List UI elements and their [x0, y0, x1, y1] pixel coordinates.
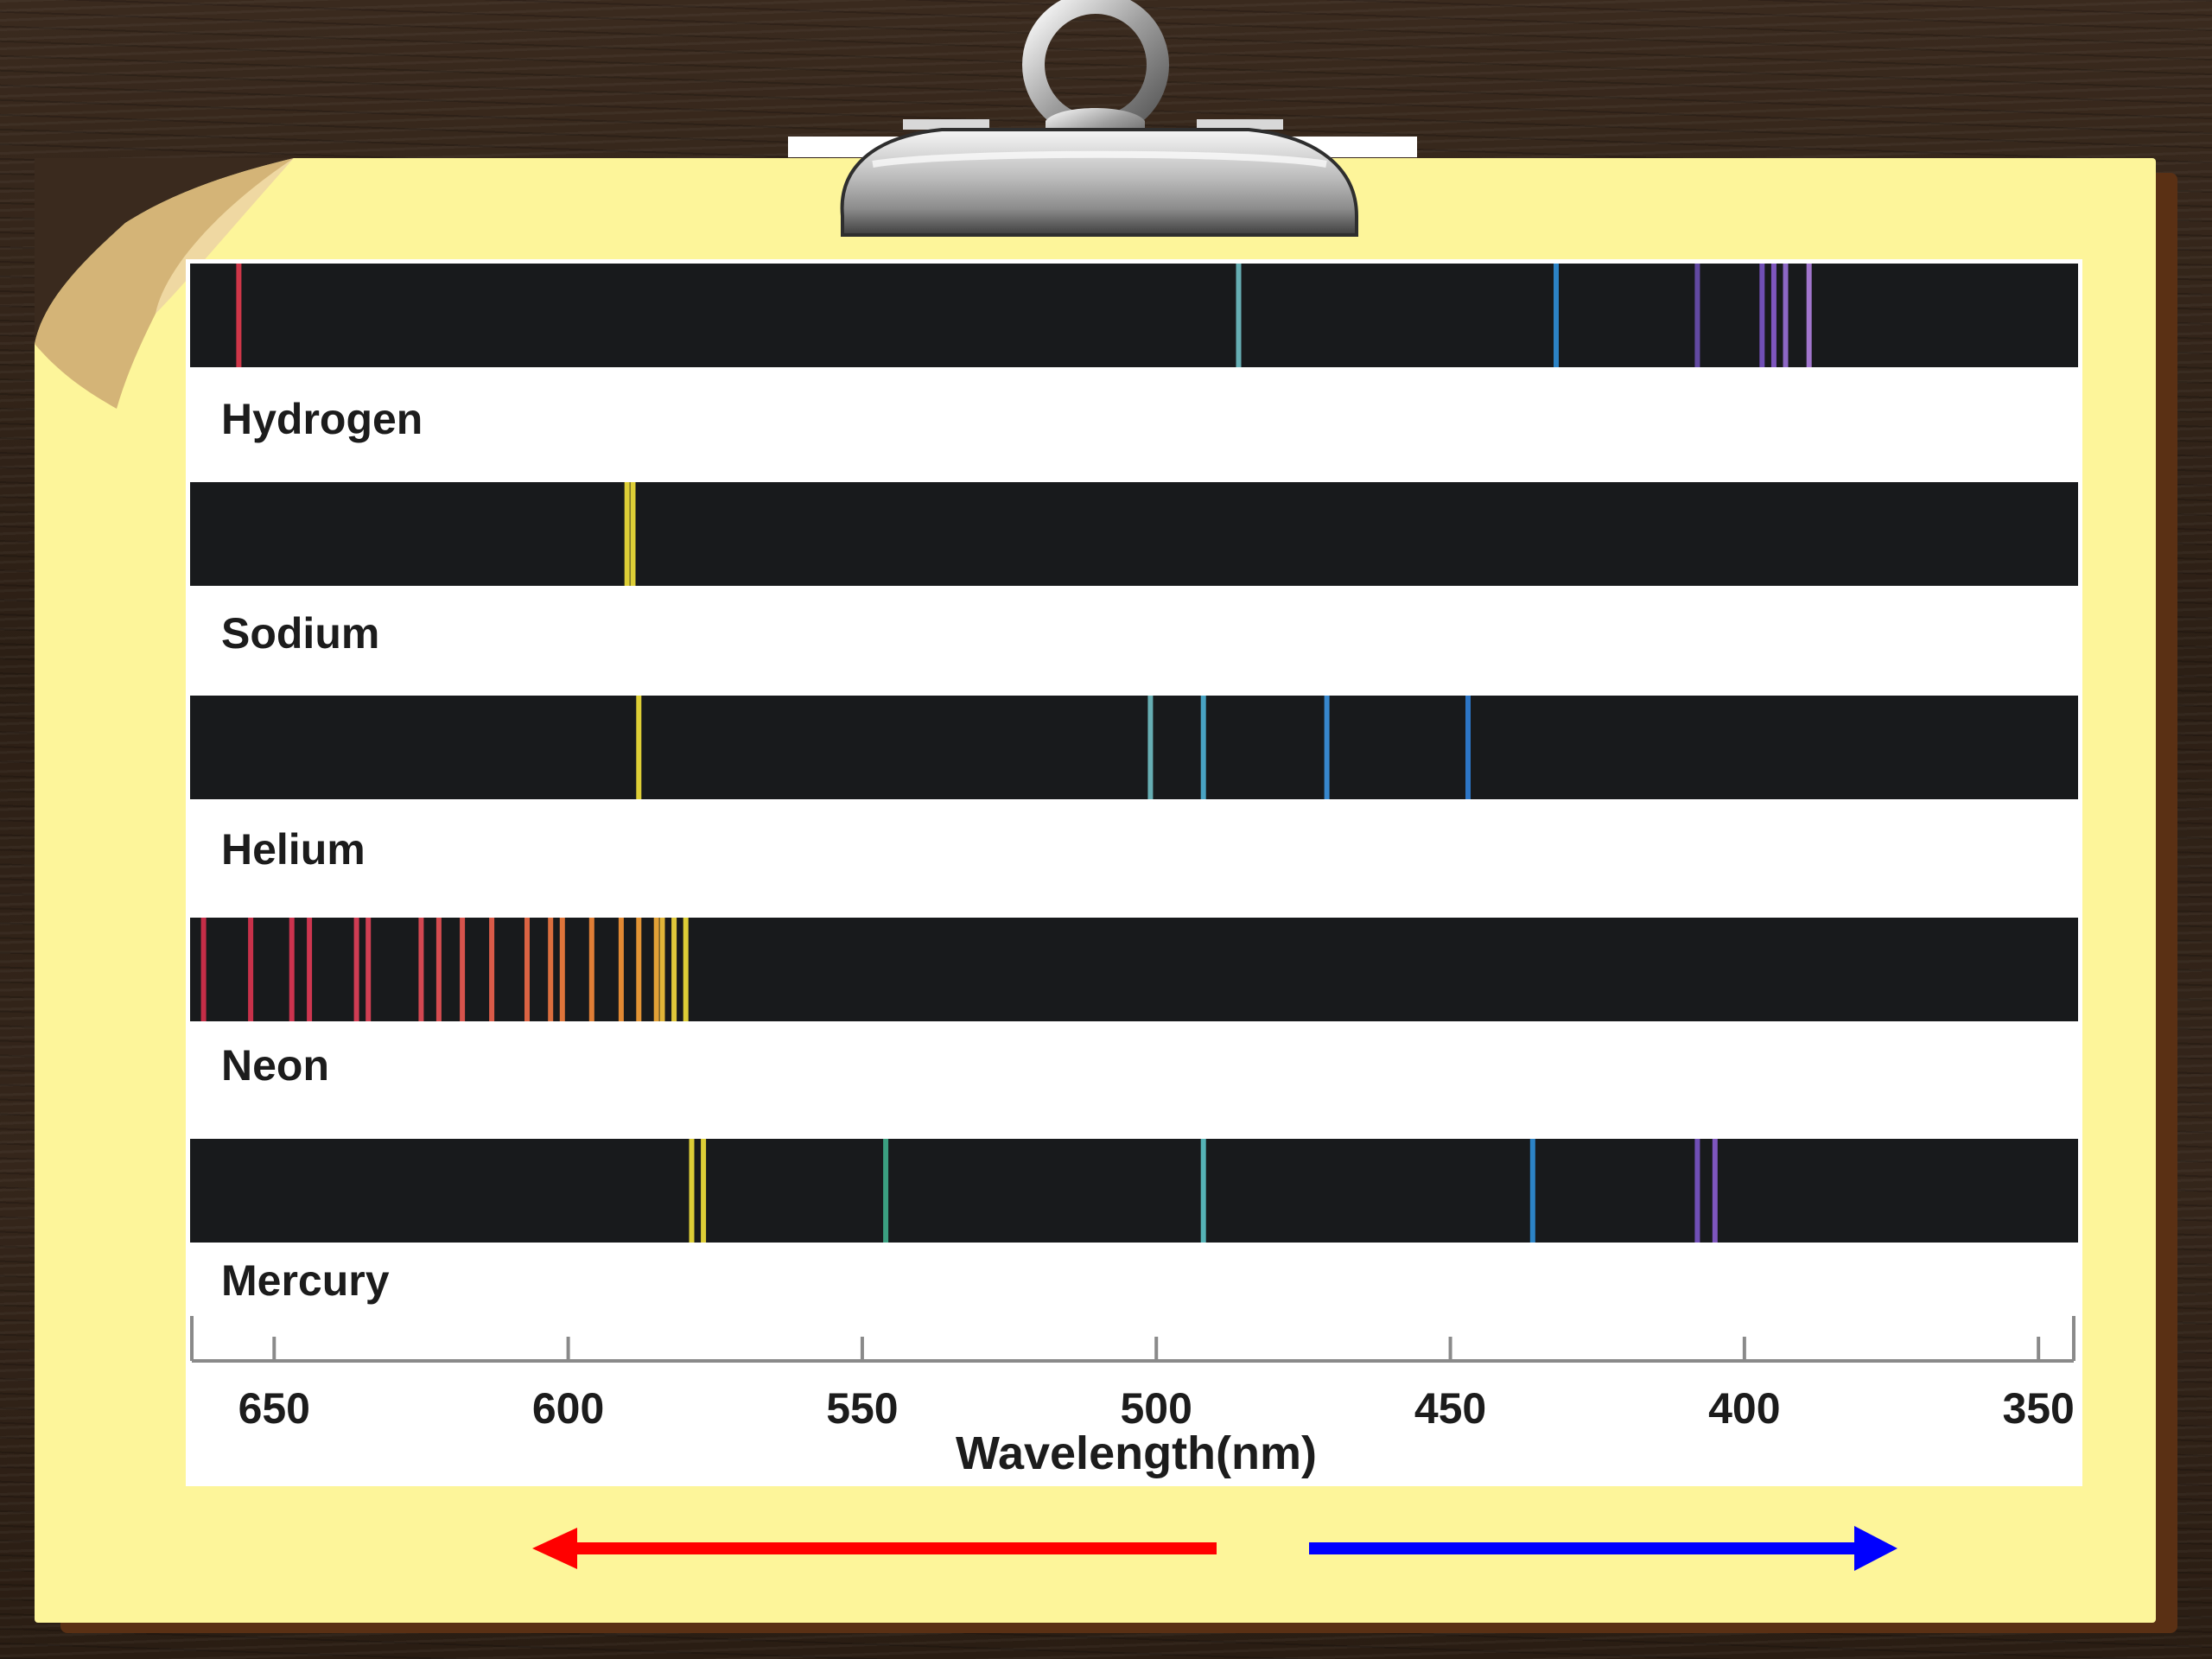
emission-line	[1694, 1139, 1700, 1243]
spectrum-strip-sodium	[190, 482, 2078, 586]
emission-line	[353, 918, 359, 1021]
emission-line	[1465, 696, 1471, 799]
emission-line	[248, 918, 254, 1021]
emission-line	[307, 918, 313, 1021]
emission-line	[289, 918, 295, 1021]
emission-line	[435, 918, 442, 1021]
tick-label: 350	[2002, 1384, 2074, 1433]
element-label-mercury: Mercury	[221, 1256, 390, 1305]
emission-line	[524, 918, 530, 1021]
spectrum-strip-mercury	[190, 1139, 2078, 1243]
tick-label: 450	[1414, 1384, 1486, 1433]
emission-line	[1200, 696, 1206, 799]
emission-line	[588, 918, 594, 1021]
emission-line	[636, 918, 642, 1021]
spectra-panel	[186, 259, 2082, 1486]
spectrum-lines-helium	[636, 696, 1471, 799]
element-label-hydrogen: Hydrogen	[221, 395, 423, 443]
emission-line	[548, 918, 554, 1021]
element-label-neon: Neon	[221, 1041, 329, 1090]
emission-line	[624, 482, 630, 586]
axis-title: Wavelength(nm)	[956, 1427, 1317, 1479]
emission-line	[630, 482, 636, 586]
emission-line	[1806, 264, 1812, 367]
emission-line	[1236, 264, 1242, 367]
element-label-sodium: Sodium	[221, 609, 380, 658]
emission-line	[365, 918, 372, 1021]
emission-line	[200, 918, 207, 1021]
emission-line	[1200, 1139, 1206, 1243]
emission-line	[1554, 264, 1559, 367]
emission-line	[653, 918, 659, 1021]
red-arrow-left	[532, 1528, 1217, 1569]
tick-label: 550	[826, 1384, 898, 1433]
emission-line	[1712, 1139, 1718, 1243]
emission-line	[689, 1139, 695, 1243]
blue-arrow-right	[1309, 1526, 1897, 1571]
spectrum-lines-hydrogen	[236, 264, 1812, 367]
emission-line	[883, 1139, 889, 1243]
tick-label: 650	[238, 1384, 310, 1433]
binder-clip	[788, 0, 1417, 237]
emission-line	[701, 1139, 707, 1243]
spectrum-strip-neon	[190, 918, 2078, 1021]
tick-label: 500	[1121, 1384, 1192, 1433]
tick-label: 400	[1708, 1384, 1780, 1433]
emission-line	[460, 918, 466, 1021]
emission-line	[1147, 696, 1154, 799]
emission-line	[1783, 264, 1789, 367]
element-label-helium: Helium	[221, 825, 365, 874]
emission-line	[659, 918, 665, 1021]
spectrum-lines-mercury	[689, 1139, 1718, 1243]
emission-line	[559, 918, 565, 1021]
spectrum-lines-sodium	[624, 482, 636, 586]
emission-line	[1759, 264, 1765, 367]
spectrum-strip-hydrogen	[190, 264, 2078, 367]
emission-line	[1770, 264, 1777, 367]
tick-label: 600	[532, 1384, 604, 1433]
emission-line	[236, 264, 242, 367]
emission-line	[1694, 264, 1700, 367]
emission-line	[671, 918, 677, 1021]
emission-line	[1529, 1139, 1535, 1243]
emission-line	[489, 918, 495, 1021]
emission-line	[636, 696, 642, 799]
emission-line	[618, 918, 624, 1021]
spectrum-strip-helium	[190, 696, 2078, 799]
emission-line	[1324, 696, 1330, 799]
emission-line	[418, 918, 424, 1021]
emission-line	[683, 918, 689, 1021]
spectrum-lines-neon	[200, 918, 689, 1021]
